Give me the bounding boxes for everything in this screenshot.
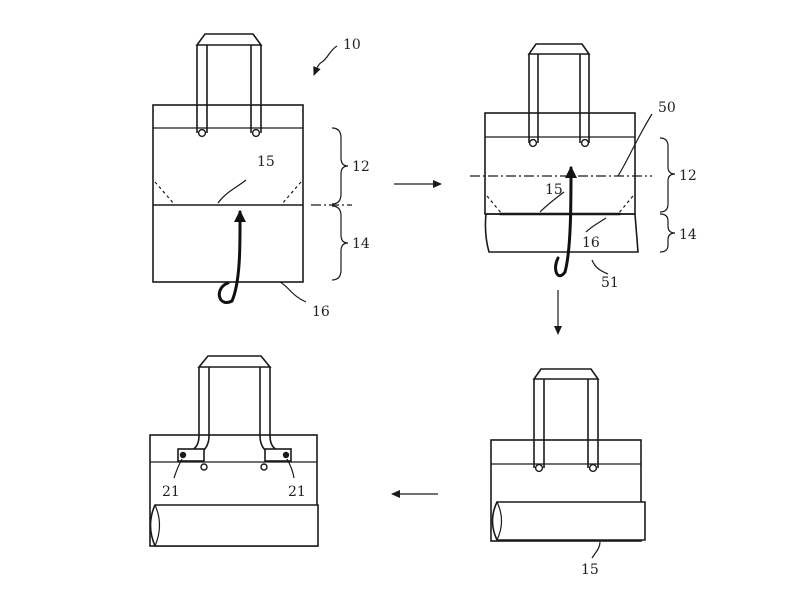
ref-15-step3: 15 — [581, 562, 599, 578]
step2-rolled-part — [484, 213, 639, 253]
step2-rivet-left — [528, 138, 538, 148]
step4-fastener-right — [282, 451, 290, 459]
step3-roll — [491, 501, 646, 541]
ref-51: 51 — [601, 275, 619, 291]
step4-handle — [197, 355, 272, 368]
ref-14-step1: 14 — [352, 236, 370, 252]
step3-rivet-right — [588, 463, 598, 473]
step3-body — [490, 439, 642, 542]
step3-bag — [490, 368, 646, 559]
step2-rivet-right — [580, 138, 590, 148]
step1-brace-12 — [331, 127, 349, 205]
ref-14-step2: 14 — [679, 227, 697, 243]
step2-brace-12 — [659, 137, 676, 213]
step2-brace-14 — [659, 213, 676, 253]
ref-21-left: 21 — [162, 484, 180, 500]
step4-roll — [149, 504, 319, 547]
step2-handle — [527, 43, 591, 55]
step2-fold-arrow — [554, 166, 577, 278]
step4-bag — [149, 355, 319, 547]
ref-15-step1: 15 — [257, 154, 275, 170]
step1-bag — [152, 33, 352, 304]
step1-brace-14 — [331, 205, 349, 281]
ref-15-step2: 15 — [545, 182, 563, 198]
step1-fold-arrow — [217, 210, 247, 304]
ref-50: 50 — [658, 100, 676, 116]
step2-bag — [470, 43, 676, 278]
step4-strap-tab-right — [264, 448, 292, 462]
step4-strap-tab-left — [177, 448, 205, 462]
step3-rivet-left — [534, 463, 544, 473]
step1-rivet-left — [197, 128, 207, 138]
step1-rivet-right — [251, 128, 261, 138]
step4-fastener-left — [179, 451, 187, 459]
step1-handle — [195, 33, 263, 46]
ref-10: 10 — [343, 37, 361, 53]
step3-handle — [532, 368, 600, 380]
ref-16-step2: 16 — [582, 235, 600, 251]
ref-16-step1: 16 — [312, 304, 330, 320]
ref-12-step2: 12 — [679, 168, 697, 184]
step2-body — [484, 112, 636, 215]
ref-12-step1: 12 — [352, 159, 370, 175]
ref-21-right: 21 — [288, 484, 306, 500]
